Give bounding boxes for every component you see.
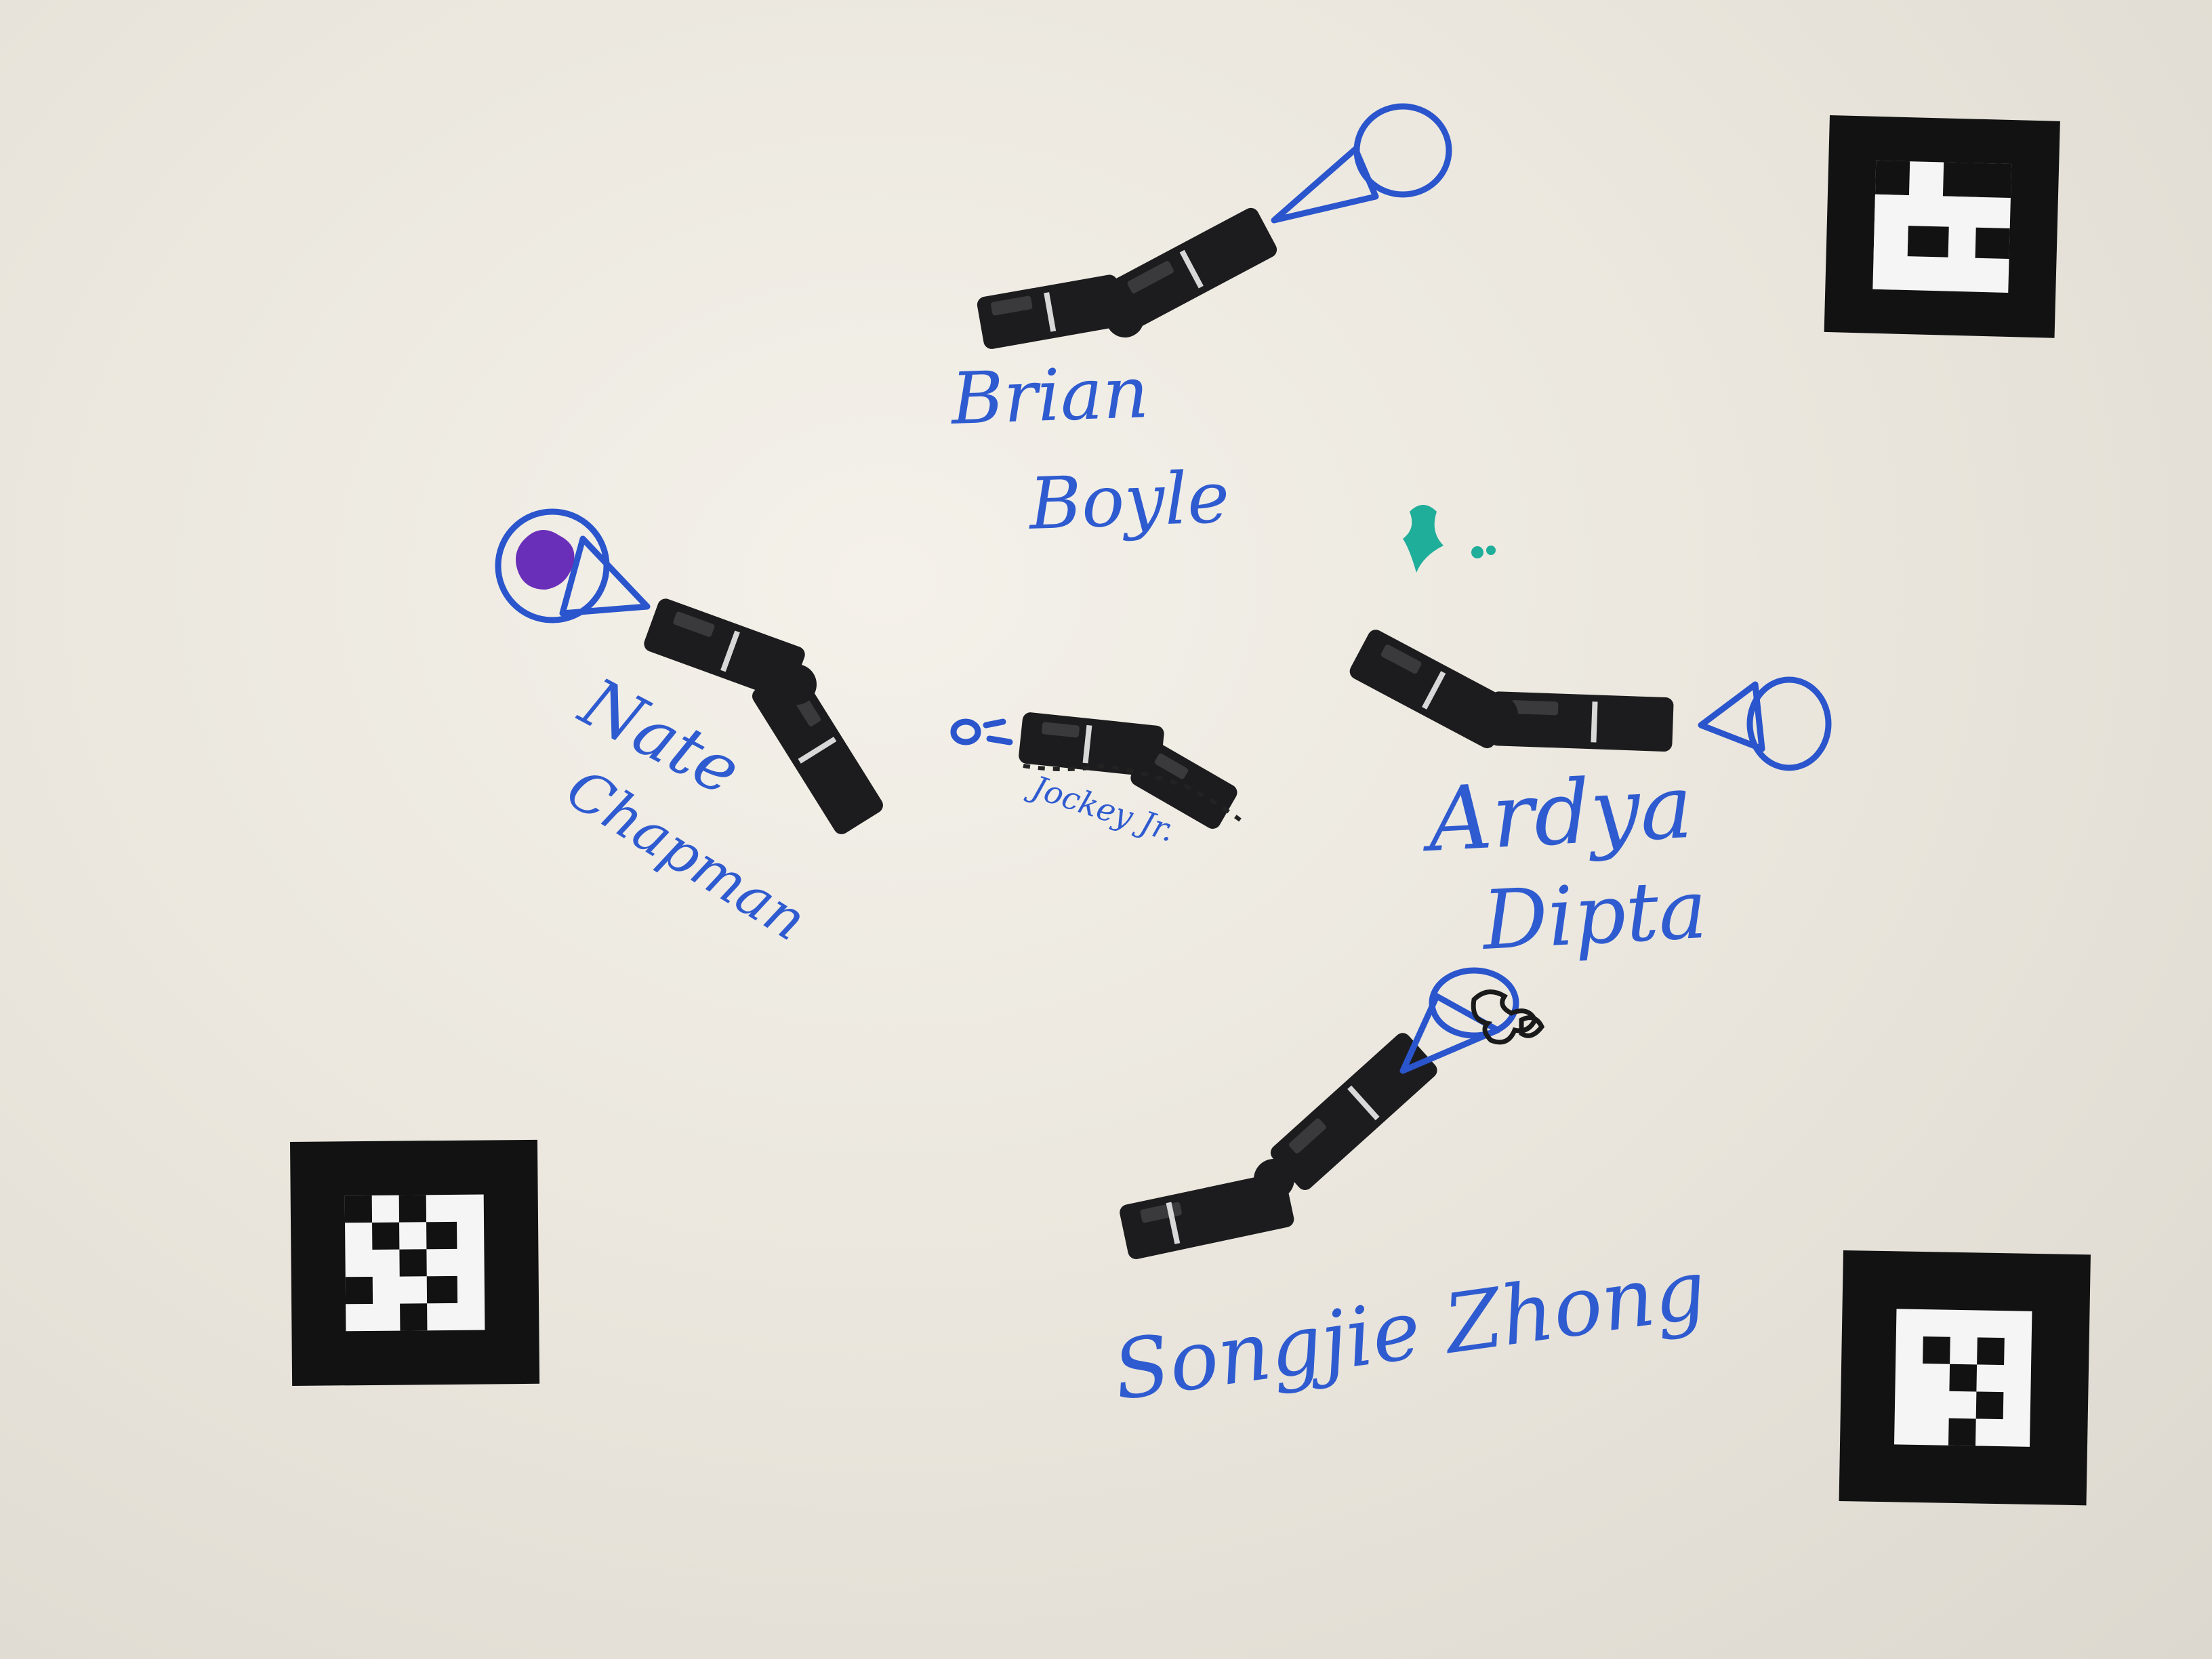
fiducial-marker-top-right (1824, 115, 2060, 338)
fiducial-marker-bottom-right (1839, 1250, 2091, 1506)
robot-snake-middle (950, 712, 1242, 829)
name-label-boyle: Boyle (1027, 456, 1231, 546)
name-label-songjie-zhong: Songjie Zhong (1108, 1243, 1712, 1419)
name-label-brian: Brian (949, 351, 1150, 441)
robot-snake-top (977, 207, 1277, 349)
name-label-dipta: Dipta (1479, 863, 1709, 968)
sensor-cone-left (495, 508, 651, 623)
sensor-cone-top (1271, 103, 1452, 224)
sensor-cone-bottom (1399, 967, 1545, 1074)
robot-snake-right (1349, 630, 1674, 752)
sensor-cone-right (1698, 676, 1832, 771)
name-label-ardya: Ardya (1419, 755, 1696, 872)
robot-snake-bottom (1120, 1033, 1437, 1259)
robot-snake-left (644, 598, 883, 834)
fiducial-marker-bottom-left (290, 1139, 540, 1386)
teal-scribble (1403, 505, 1496, 573)
